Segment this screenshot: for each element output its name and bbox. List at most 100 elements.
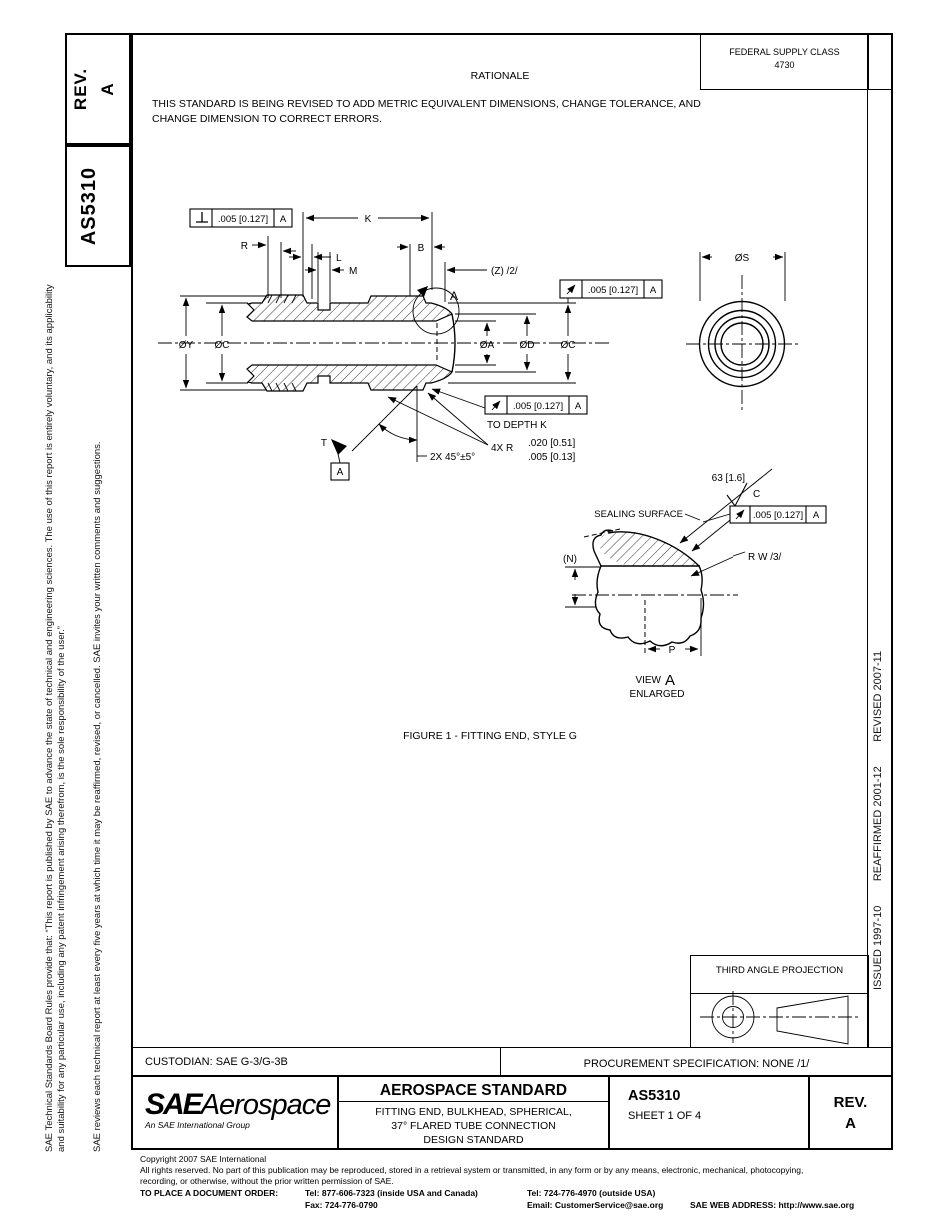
title-line-3: DESIGN STANDARD — [423, 1134, 524, 1146]
section-view: ØY ØC ØA ØD ØC K R — [158, 212, 612, 392]
t-label: T — [321, 438, 327, 449]
dim-dia-d: ØD — [520, 340, 535, 351]
svg-text:.020 [0.51]: .020 [0.51] — [528, 438, 575, 449]
rev-label: REV. — [833, 1094, 868, 1111]
view-a-ref: A — [450, 289, 458, 303]
rights-line-2: recording, or otherwise, without the pri… — [140, 1176, 394, 1186]
title-block-heading: AEROSPACE STANDARD — [379, 1082, 568, 1099]
runout-icon — [735, 509, 745, 520]
svg-text:.005 [0.127]: .005 [0.127] — [753, 510, 803, 521]
sae-logo: SAEAerospace An SAE International Group — [145, 1088, 335, 1130]
datum-triangle-icon — [331, 439, 347, 455]
title-block-title: FITTING END, BULKHEAD, SPHERICAL, 37° FL… — [339, 1105, 608, 1147]
dim-dia-c-right: ØC — [561, 340, 576, 351]
dim-l: L — [336, 253, 342, 264]
rationale-body: THIS STANDARD IS BEING REVISED TO ADD ME… — [152, 97, 872, 127]
fcf-runout-depth: .005 [0.127] A TO DEPTH K — [431, 388, 588, 431]
dim-dia-a: ØA — [480, 340, 495, 351]
datum-t-target: T A — [321, 438, 350, 481]
copyright-line: Copyright 2007 SAE International — [140, 1154, 267, 1164]
figure-caption: FIGURE 1 - FITTING END, STYLE G — [403, 730, 577, 742]
title-line-2: 37° FLARED TUBE CONNECTION — [391, 1120, 556, 1132]
chamfer-label: 2X 45°±5° — [430, 452, 475, 463]
view-a-arrow — [417, 286, 428, 297]
end-view: ØS — [686, 252, 800, 412]
svg-text:.005 [0.127]: .005 [0.127] — [588, 285, 638, 296]
third-angle-symbol — [700, 991, 860, 1045]
svg-text:A: A — [813, 510, 820, 521]
dim-z: (Z) /2/ — [491, 266, 518, 277]
thread-ticks — [267, 294, 297, 392]
procurement-label: PROCUREMENT SPECIFICATION: NONE /1/ — [583, 1058, 810, 1070]
fsc-value: 4730 — [774, 60, 795, 70]
sealing-surface-label: SEALING SURFACE — [594, 509, 683, 520]
finish-value: 63 [1.6] — [712, 473, 746, 484]
sae-logo-mark: SAE — [145, 1088, 203, 1121]
dim-dia-c-left: ØC — [215, 340, 230, 351]
svg-text:.005 [0.13]: .005 [0.13] — [528, 452, 575, 463]
fcf-perpendicularity: .005 [0.127] A — [189, 208, 293, 228]
perpendicularity-icon — [196, 212, 208, 223]
sae-logo-aerospace: Aerospace — [200, 1089, 332, 1121]
outer-frame — [131, 33, 893, 1150]
federal-supply-box — [700, 33, 869, 90]
federal-supply-class: FEDERAL SUPPLY CLASS 4730 — [700, 46, 869, 72]
title-block-v3 — [808, 1077, 810, 1150]
finish-flag: C — [753, 489, 760, 500]
fcf-runout-upper: .005 [0.127] A — [559, 279, 663, 299]
doc-number-box — [65, 145, 131, 267]
radius-note: 4X R .020 [0.51] .005 [0.13] — [387, 392, 575, 463]
dim-n: (N) — [563, 554, 577, 565]
rev-value: A — [845, 1115, 856, 1132]
rationale-line2: CHANGE DIMENSION TO CORRECT ERRORS. — [152, 113, 382, 125]
custodian-row-top — [131, 1046, 893, 1048]
order-label: TO PLACE A DOCUMENT ORDER: — [140, 1188, 279, 1198]
runout-icon — [491, 400, 501, 411]
svg-text:VIEW: VIEW — [635, 675, 661, 686]
fax-line: Fax: 724-776-0790 — [305, 1200, 378, 1210]
title-block-rev: REV. A — [808, 1092, 893, 1134]
runout-icon — [566, 284, 576, 295]
dim-r: R — [241, 241, 248, 252]
dim-k: K — [365, 214, 372, 225]
title-block-heading-rule — [339, 1101, 608, 1102]
svg-text:A: A — [665, 672, 675, 689]
title-block-v1 — [337, 1077, 339, 1150]
tel-outside: Tel: 724-776-4970 (outside USA) — [527, 1188, 656, 1198]
rationale-line1: THIS STANDARD IS BEING REVISED TO ADD ME… — [152, 98, 701, 110]
title-block-v2 — [608, 1077, 610, 1150]
custodian-divider — [500, 1048, 501, 1077]
rw-label: R W /3/ — [748, 552, 782, 563]
datum-a-label: A — [337, 467, 344, 478]
third-angle-box: THIRD ANGLE PROJECTION — [690, 955, 869, 1048]
right-margin-divider — [867, 33, 868, 1048]
rights-line-1: All rights reserved. No part of this pub… — [140, 1165, 804, 1175]
svg-text:A: A — [650, 285, 657, 296]
dim-b: B — [418, 243, 425, 254]
title-block-number: AS5310 — [628, 1088, 681, 1104]
view-a-caption: VIEW A ENLARGED — [629, 672, 684, 700]
title-line-1: FITTING END, BULKHEAD, SPHERICAL, — [375, 1106, 572, 1118]
email-line: Email: CustomerService@sae.org — [527, 1200, 664, 1210]
svg-text:A: A — [575, 401, 582, 412]
web-line: SAE WEB ADDRESS: http://www.sae.org — [690, 1200, 855, 1210]
third-angle-label: THIRD ANGLE PROJECTION — [691, 956, 868, 994]
title-block-top — [131, 1075, 893, 1077]
dim-p: P — [669, 645, 676, 656]
title-block-sheet: SHEET 1 OF 4 — [628, 1110, 702, 1122]
tel-inside: Tel: 877-606-7323 (inside USA and Canada… — [305, 1188, 478, 1198]
fsc-label: FEDERAL SUPPLY CLASS — [729, 47, 840, 57]
rationale-title: RATIONALE — [470, 70, 530, 82]
detail-view-a: (N) P 63 [1.6] C SEALING SURFACE — [563, 468, 773, 656]
dim-dia-y: ØY — [179, 340, 194, 351]
fcf-datum: A — [280, 214, 287, 225]
custodian-label: CUSTODIAN: SAE G-3/G-3B — [145, 1056, 288, 1068]
federal-supply-ext-line — [869, 88, 893, 90]
svg-text:.005 [0.127]: .005 [0.127] — [513, 401, 563, 412]
fcf-tolerance: .005 [0.127] — [218, 214, 268, 225]
rev-box — [65, 33, 131, 145]
chamfer-note: 2X 45°±5° — [351, 385, 475, 463]
svg-text:4X R: 4X R — [491, 443, 513, 454]
